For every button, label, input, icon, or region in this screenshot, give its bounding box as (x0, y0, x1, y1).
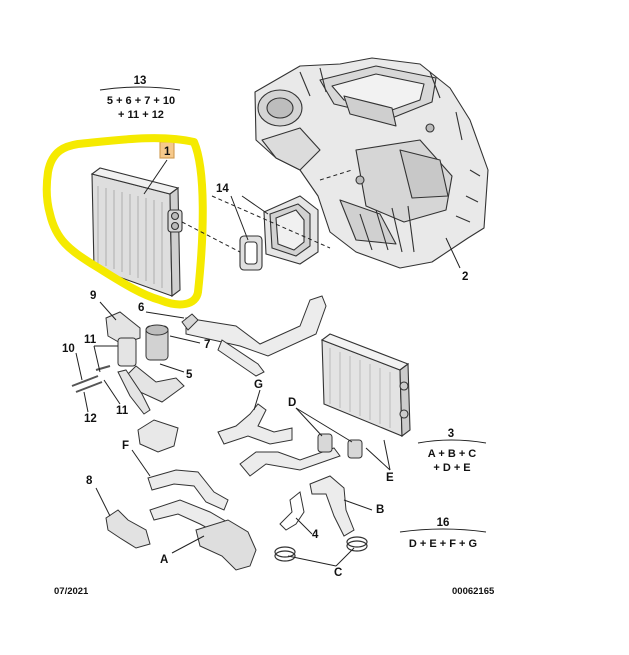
callout-G: G (254, 379, 263, 391)
callout-6: 6 (138, 302, 144, 314)
group-formula-16: 16 D + E + F + G (399, 517, 487, 550)
callout-4: 4 (312, 529, 319, 541)
expansion-valve (71, 311, 185, 415)
callout-C: C (334, 567, 342, 579)
group-number: 3 (448, 428, 454, 440)
callout-9: 9 (90, 290, 96, 302)
callout-1: 1 (164, 146, 171, 158)
group-number: 13 (134, 75, 147, 87)
callout-D: D (288, 397, 296, 409)
group-line: D + E + F + G (409, 538, 477, 550)
hvac-housing (254, 57, 489, 269)
support-bracket (105, 509, 151, 549)
group-line: A + B + C (428, 448, 477, 460)
callout-2: 2 (462, 271, 468, 283)
group-formula-3: 3 A + B + C + D + E (417, 428, 487, 474)
callout-F: F (122, 440, 129, 452)
callout-B: B (376, 504, 384, 516)
callout-10: 10 (62, 343, 75, 355)
callout-12: 12 (84, 413, 97, 425)
callout-14: 14 (216, 183, 229, 195)
seal-gasket (239, 195, 319, 271)
heater-matrix (90, 141, 183, 298)
callout-11: 11 (116, 405, 129, 417)
reference-code: 00062165 (452, 586, 495, 597)
group-number: 16 (437, 517, 450, 529)
highlight-outline (42, 134, 207, 309)
group-line: 5 + 6 + 7 + 10 (107, 95, 175, 107)
date-code: 07/2021 (54, 586, 89, 597)
group-line: + 11 + 12 (118, 109, 164, 121)
ac-pipes (181, 295, 327, 377)
callout-5: 5 (186, 369, 193, 381)
hose-clips (274, 536, 368, 562)
leader-lines (75, 159, 461, 567)
group-line: + D + E (433, 462, 470, 474)
callout-11: 11 (84, 334, 97, 346)
callout-labels: 1 2 4 5 6 7 8 9 10 11 11 12 14 A B C D E… (62, 146, 468, 579)
heater-radiator (320, 333, 411, 438)
callout-A: A (160, 554, 168, 566)
callout-E: E (386, 472, 394, 484)
coolant-hoses (147, 403, 363, 571)
group-formula-13: 13 5 + 6 + 7 + 10 + 11 + 12 (99, 75, 181, 121)
heat-shield (137, 419, 179, 453)
callout-8: 8 (86, 475, 93, 487)
callout-7: 7 (204, 339, 210, 351)
